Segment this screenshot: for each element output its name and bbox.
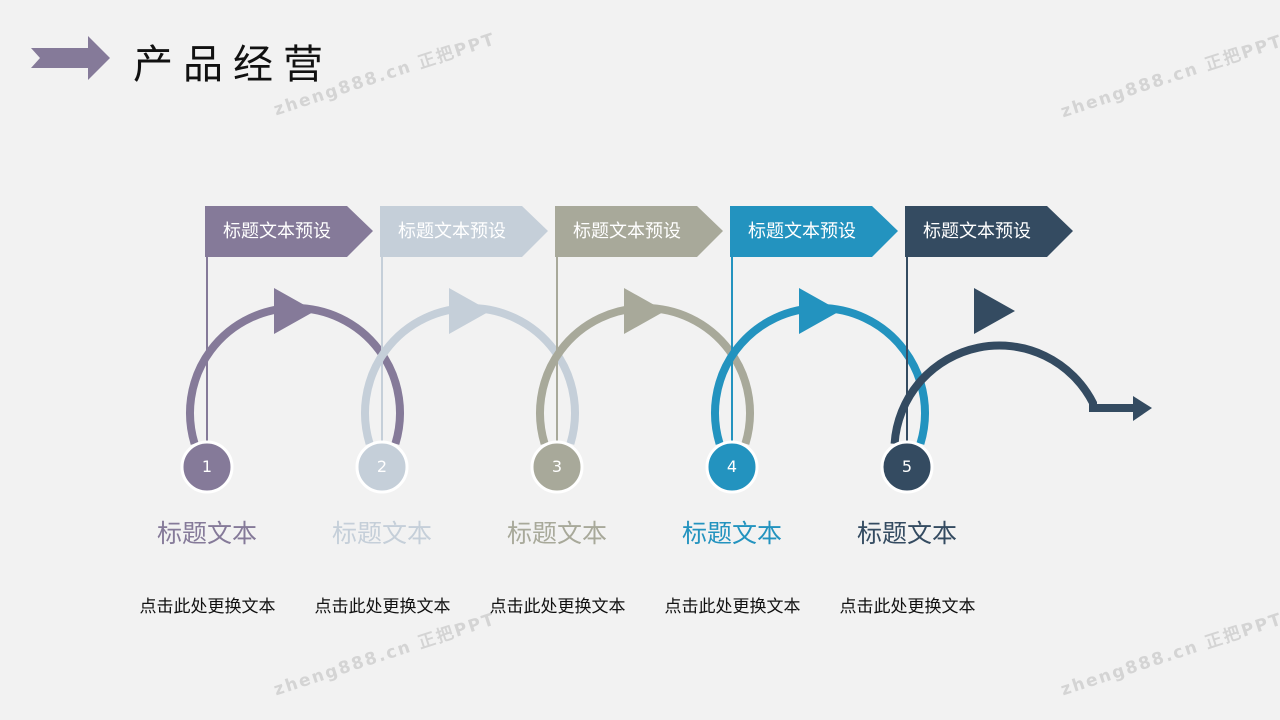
step-number-circle bbox=[880, 440, 934, 494]
step-description: 点击此处更换文本 bbox=[839, 597, 976, 617]
flag-banner bbox=[380, 206, 548, 257]
step-title: 标题文本 bbox=[681, 519, 782, 548]
arrowhead-icon bbox=[799, 288, 840, 334]
flag-label: 标题文本预设 bbox=[398, 221, 506, 242]
step-description: 点击此处更换文本 bbox=[664, 597, 801, 617]
step-number-circle bbox=[705, 440, 759, 494]
flag-banner bbox=[205, 206, 373, 257]
step-number: 1 bbox=[201, 457, 213, 476]
arrowhead-icon bbox=[449, 288, 490, 334]
step-number: 5 bbox=[901, 457, 913, 476]
title-arrow-icon bbox=[31, 36, 110, 80]
step-title: 标题文本 bbox=[331, 519, 432, 548]
step-description: 点击此处更换文本 bbox=[489, 597, 626, 617]
step-number-circle bbox=[180, 440, 234, 494]
arrowhead-icon bbox=[624, 288, 665, 334]
flag-label: 标题文本预设 bbox=[573, 221, 681, 242]
end-arrowhead-icon bbox=[1133, 396, 1152, 421]
page-title: 产品经营 bbox=[133, 42, 333, 88]
step-number: 3 bbox=[551, 457, 563, 476]
flag-banner bbox=[555, 206, 723, 257]
step-number: 4 bbox=[726, 457, 738, 476]
curved-arrow bbox=[890, 341, 1135, 444]
step-title: 标题文本 bbox=[156, 519, 257, 548]
step-number: 2 bbox=[376, 457, 388, 476]
arrowhead-icon bbox=[974, 288, 1015, 334]
flag-label: 标题文本预设 bbox=[923, 221, 1031, 242]
step-title: 标题文本 bbox=[506, 519, 607, 548]
step-description: 点击此处更换文本 bbox=[314, 597, 451, 617]
step-number-circle bbox=[355, 440, 409, 494]
step-number-circle bbox=[530, 440, 584, 494]
flag-banner bbox=[730, 206, 898, 257]
arrowhead-icon bbox=[274, 288, 315, 334]
step-title: 标题文本 bbox=[856, 519, 957, 548]
flag-banner bbox=[905, 206, 1073, 257]
flag-label: 标题文本预设 bbox=[748, 221, 856, 242]
step-description: 点击此处更换文本 bbox=[139, 597, 276, 617]
flag-label: 标题文本预设 bbox=[223, 221, 331, 242]
